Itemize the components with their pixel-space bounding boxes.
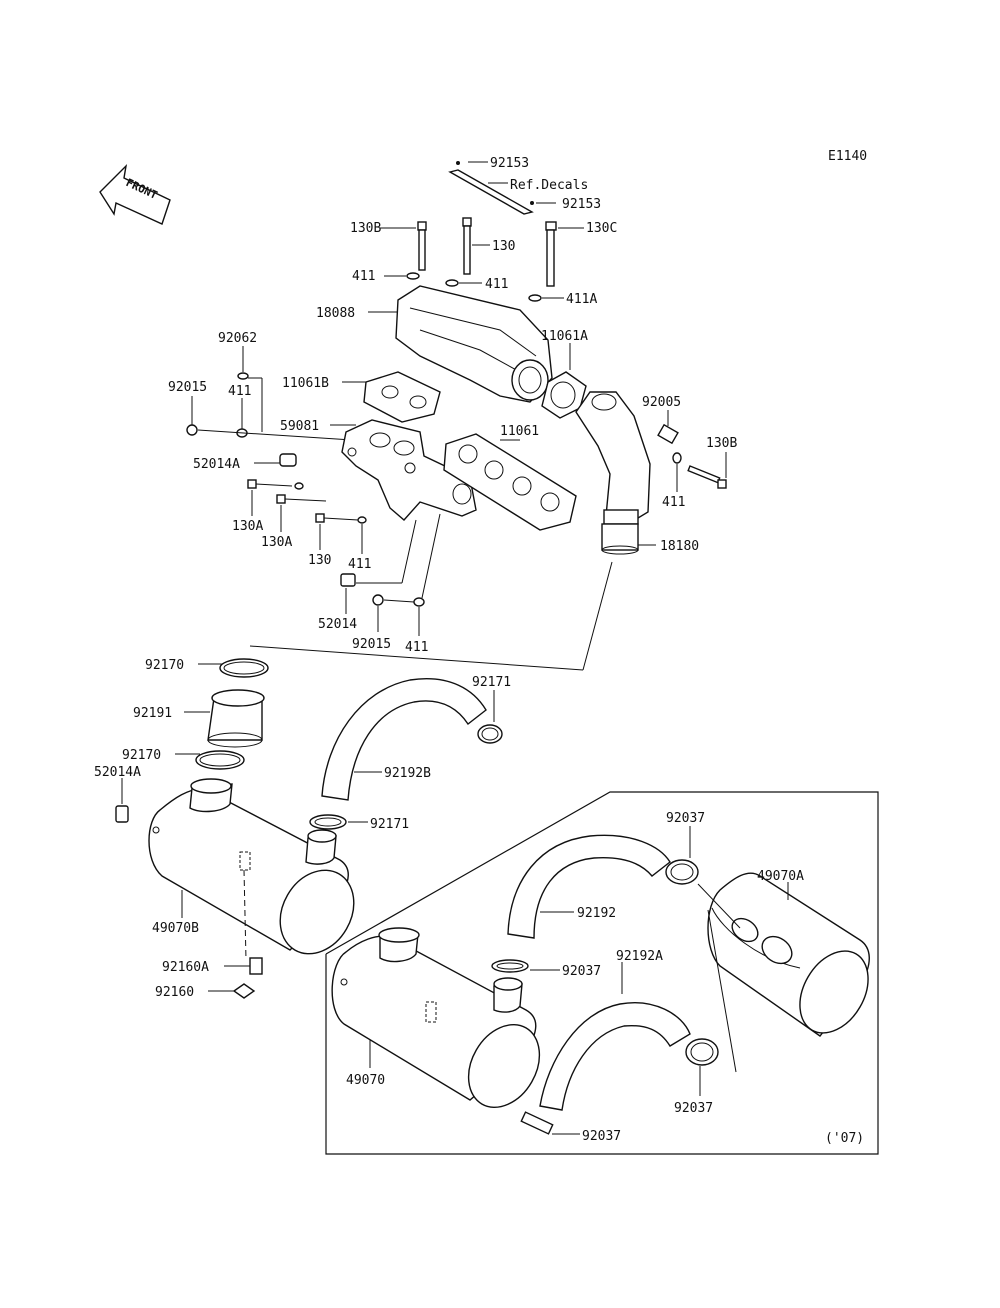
diagram-code: E1140	[828, 149, 867, 164]
bolt-130-lower	[315, 513, 359, 523]
label-11061: 11061	[500, 424, 539, 439]
hose-92192a	[539, 1002, 691, 1111]
label-92171-a: 92171	[472, 675, 511, 690]
label-92160: 92160	[155, 985, 194, 1000]
label-52014a-lower: 52014A	[94, 765, 141, 780]
label-92153-second: 92153	[562, 197, 601, 212]
washer-411a	[528, 294, 542, 302]
bolt-130c-top	[545, 221, 557, 287]
variant-07-frame	[325, 791, 879, 1155]
label-92037-a: 92037	[666, 811, 705, 826]
bolt-130b-top	[417, 221, 427, 271]
exhaust-pipe-59081	[341, 419, 477, 521]
washer-411-a	[406, 272, 420, 280]
manifold-cover-18088	[395, 285, 553, 403]
gasket-11061b	[363, 371, 441, 423]
bolt-130a-b	[276, 494, 327, 504]
hose-92192b	[321, 678, 487, 801]
washer-411-d	[357, 516, 367, 524]
coupler-92191	[207, 689, 265, 748]
clamp-92171-a	[477, 724, 503, 744]
label-92062: 92062	[218, 331, 257, 346]
label-92015-b: 92015	[352, 637, 391, 652]
label-18180: 18180	[660, 539, 699, 554]
clamp-92037-c	[685, 1038, 719, 1066]
label-52014: 52014	[318, 617, 357, 632]
label-130-lower: 130	[308, 553, 331, 568]
label-411-a: 411	[352, 269, 375, 284]
label-49070: 49070	[346, 1073, 385, 1088]
label-92171-b: 92171	[370, 817, 409, 832]
part-92160	[232, 983, 256, 999]
fitting-52014a-upper	[279, 453, 297, 467]
label-11061a: 11061A	[541, 329, 588, 344]
part-92005	[657, 423, 679, 445]
label-92192b: 92192B	[384, 766, 431, 781]
clamp-92037-b	[491, 959, 529, 973]
label-49070a: 49070A	[757, 869, 804, 884]
hose-92192	[507, 834, 671, 939]
label-130b-top: 130B	[350, 221, 381, 236]
label-130b-right: 130B	[706, 436, 737, 451]
label-year-07: ('07)	[825, 1131, 864, 1146]
label-130a-a: 130A	[232, 519, 263, 534]
fitting-52014	[340, 573, 356, 587]
bolt-130-top	[462, 217, 472, 275]
label-411a: 411A	[566, 292, 597, 307]
label-92170-b: 92170	[122, 748, 161, 763]
elbow-pipe-18180	[575, 391, 651, 555]
label-411-b: 411	[485, 277, 508, 292]
label-92037-d: 92037	[582, 1129, 621, 1144]
plug-92015-b	[372, 594, 384, 606]
label-92170-a: 92170	[145, 658, 184, 673]
label-92153-top: 92153	[490, 156, 529, 171]
bolt-130a-a	[247, 479, 293, 489]
label-92005: 92005	[642, 395, 681, 410]
clamp-92171-b	[309, 814, 347, 830]
plug-92015-a	[186, 424, 198, 436]
label-ref-decals: Ref.Decals	[510, 178, 588, 193]
label-411-e: 411	[405, 640, 428, 655]
label-18088: 18088	[316, 306, 355, 321]
label-92192a: 92192A	[616, 949, 663, 964]
label-92037-c: 92037	[674, 1101, 713, 1116]
label-59081: 59081	[280, 419, 319, 434]
label-49070b: 49070B	[152, 921, 199, 936]
label-411-d: 411	[348, 557, 371, 572]
label-130-top: 130	[492, 239, 515, 254]
fitting-52014a-lower	[115, 805, 129, 823]
gasket-11061	[443, 433, 577, 531]
clamp-92170-b	[195, 750, 245, 770]
label-92192: 92192	[577, 906, 616, 921]
label-52014a-upper: 52014A	[193, 457, 240, 472]
bolt-130b-right	[687, 465, 727, 489]
label-92160a: 92160A	[162, 960, 209, 975]
label-130c: 130C	[586, 221, 617, 236]
decal-strip	[448, 161, 556, 215]
label-130a-b: 130A	[261, 535, 292, 550]
label-92191: 92191	[133, 706, 172, 721]
muffler-49070a	[707, 872, 870, 1037]
clamp-92170-a	[219, 658, 269, 678]
clamp-92037-d	[520, 1111, 554, 1135]
label-411-right: 411	[662, 495, 685, 510]
washer-411-right	[672, 452, 682, 464]
washer-411-b	[445, 279, 459, 287]
part-92062	[237, 372, 249, 380]
front-arrow-icon: FRONT	[99, 163, 171, 225]
washer-411-e	[413, 597, 425, 607]
label-11061b: 11061B	[282, 376, 329, 391]
muffler-49070	[331, 927, 541, 1109]
label-92037-b: 92037	[562, 964, 601, 979]
label-411-c: 411	[228, 384, 251, 399]
gasket-11061a	[541, 371, 587, 419]
clamp-92037-a	[665, 859, 699, 885]
label-92015-a: 92015	[168, 380, 207, 395]
muffler-49070b	[148, 778, 355, 961]
part-92160a	[249, 957, 263, 975]
